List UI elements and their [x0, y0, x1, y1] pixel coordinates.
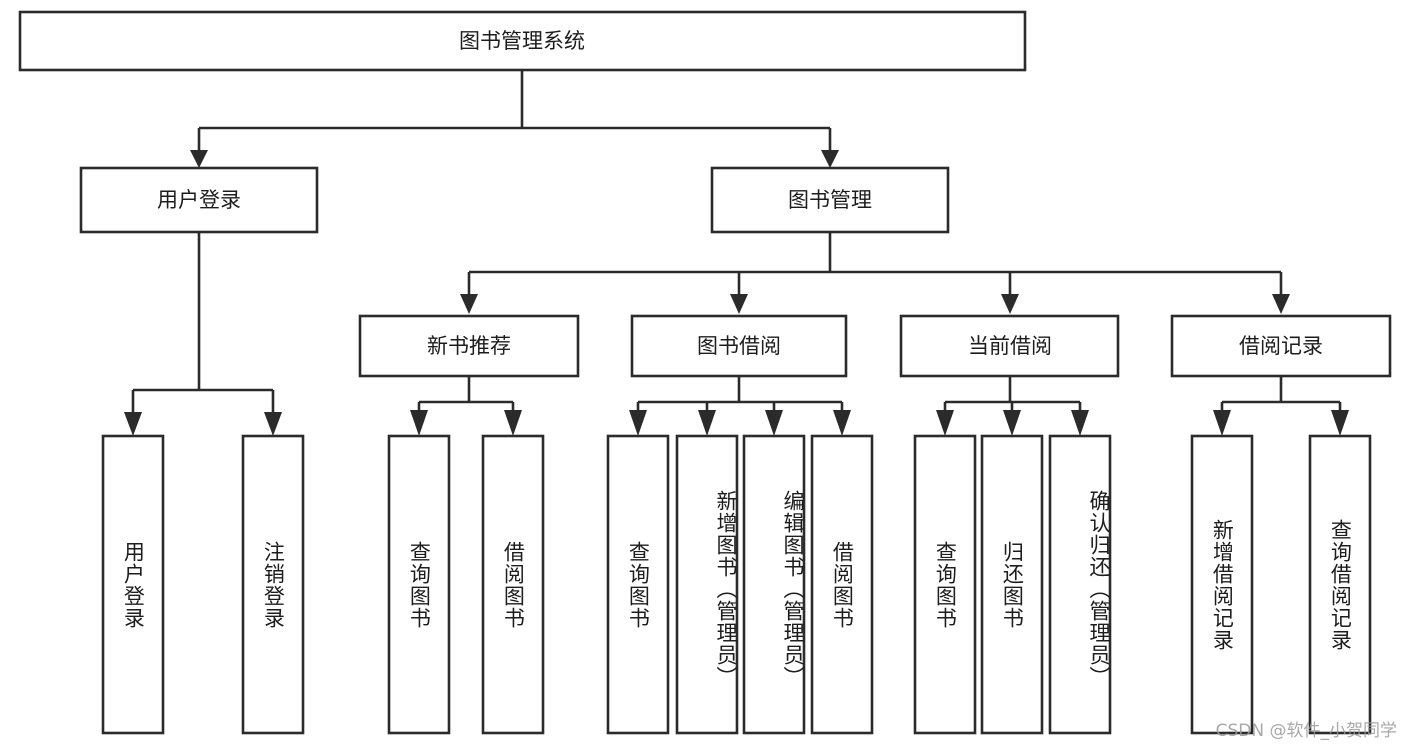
node-current-borrow[interactable]	[899, 314, 1120, 378]
node-leaf-confirm-return[interactable]	[1048, 434, 1112, 735]
node-leaf-logout-login[interactable]	[241, 434, 305, 735]
node-user-login-label: 用户登录	[157, 188, 241, 212]
node-leaf-query-record[interactable]	[1308, 434, 1372, 735]
connector-group-current-borrow	[936, 376, 1089, 436]
node-book-management[interactable]	[710, 166, 950, 234]
arrow-bm-to-new-book-icon	[460, 294, 478, 314]
arrow-root-to-user-login-icon	[190, 150, 208, 168]
node-borrow-record[interactable]	[1170, 314, 1392, 378]
node-current-borrow-label: 当前借阅	[968, 334, 1052, 358]
node-book-borrow[interactable]	[630, 314, 848, 378]
connector-group-book-borrow	[629, 376, 851, 436]
node-user-login[interactable]	[79, 166, 319, 234]
node-leaf-edit-book[interactable]	[742, 434, 806, 735]
connector-group-borrow-record	[1213, 376, 1349, 436]
arrow-bm-to-borrow-record-icon	[1272, 294, 1290, 314]
node-book-management-label: 图书管理	[788, 188, 872, 212]
node-new-book-recommend[interactable]	[358, 314, 580, 378]
node-leaf-borrow-book-2[interactable]	[810, 434, 874, 735]
node-leaf-add-book[interactable]	[675, 434, 739, 735]
arrow-bb-to-leaf1-icon	[629, 410, 647, 436]
csdn-watermark: CSDN @软件_小贺同学	[1215, 721, 1397, 741]
node-root[interactable]	[18, 10, 1027, 72]
connector-group-book-management	[460, 232, 1290, 314]
arrow-cb-to-leaf2-icon	[1003, 410, 1021, 436]
arrow-br-to-leaf2-icon	[1331, 410, 1349, 436]
arrow-bb-to-leaf2-icon	[698, 410, 716, 436]
node-leaf-add-record[interactable]	[1190, 434, 1254, 735]
node-new-book-recommend-label: 新书推荐	[427, 334, 511, 358]
connector-group-user-login	[124, 232, 282, 436]
node-leaf-user-login[interactable]	[101, 434, 165, 735]
node-book-borrow-label: 图书借阅	[697, 334, 781, 358]
arrow-ul-to-leaf2-icon	[264, 412, 282, 436]
arrow-cb-to-leaf1-icon	[936, 410, 954, 436]
node-leaf-query-book-2[interactable]	[606, 434, 670, 735]
arrow-bb-to-leaf4-icon	[833, 410, 851, 436]
arrow-cb-to-leaf3-icon	[1071, 410, 1089, 436]
arrow-bm-to-book-borrow-icon	[730, 294, 748, 314]
arrow-bm-to-current-borrow-icon	[1001, 294, 1019, 314]
arrow-ul-to-leaf1-icon	[124, 412, 142, 436]
node-leaf-borrow-book-1[interactable]	[481, 434, 545, 735]
arrow-bb-to-leaf3-icon	[765, 410, 783, 436]
connector-group-root	[190, 70, 839, 168]
node-borrow-record-label: 借阅记录	[1239, 334, 1323, 358]
arrow-root-to-book-management-icon	[821, 150, 839, 168]
node-leaf-return-book[interactable]	[980, 434, 1044, 735]
connector-group-new-book-recommend	[410, 376, 522, 436]
arrow-nbr-to-leaf1-icon	[410, 410, 428, 436]
arrow-nbr-to-leaf2-icon	[504, 410, 522, 436]
node-leaf-query-book-1[interactable]	[387, 434, 451, 735]
node-root-label: 图书管理系统	[459, 29, 585, 53]
node-leaf-query-book-3[interactable]	[913, 434, 977, 735]
arrow-br-to-leaf1-icon	[1213, 410, 1231, 436]
